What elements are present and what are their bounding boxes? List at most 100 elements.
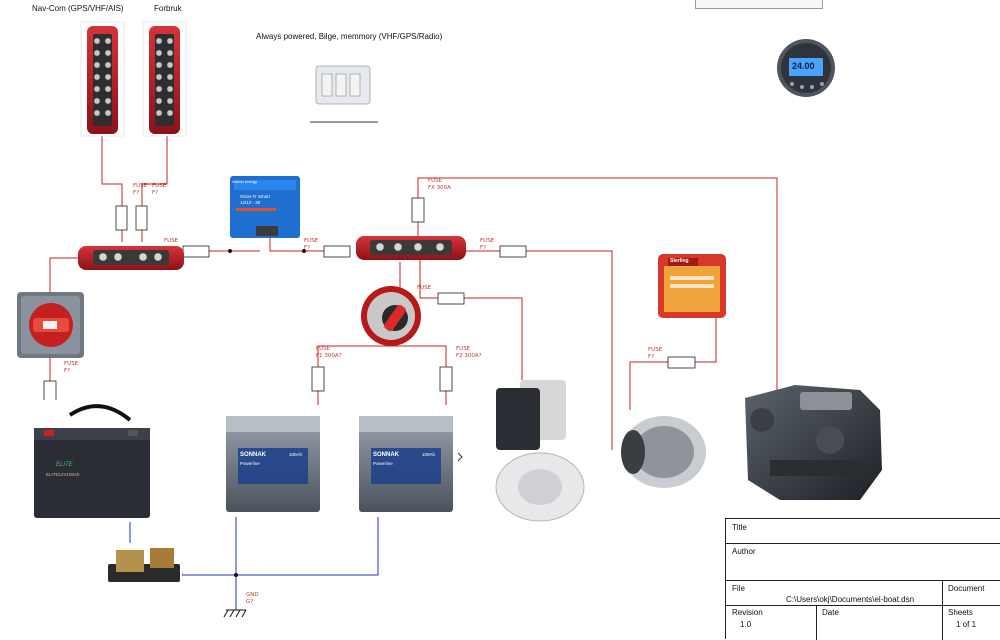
- fuse-f9: [439, 366, 453, 392]
- busbar-stud: [166, 109, 174, 117]
- busbar-stud: [104, 97, 112, 105]
- busbar-stud: [93, 109, 101, 117]
- title-block: Title Author File C:\Users\okj\Documents…: [725, 518, 1000, 640]
- charger-line2: 12/12 - 30: [240, 200, 261, 205]
- busbar-stud: [155, 73, 163, 81]
- engine: [745, 385, 882, 500]
- fuse-label-f7: FUSE: [417, 285, 432, 291]
- busbar-stud: [93, 61, 101, 69]
- fuse-f8: [311, 366, 325, 392]
- busbar-stud: [166, 61, 174, 69]
- splitter-brand: Sterling: [670, 258, 689, 264]
- busbar-stud: [93, 49, 101, 57]
- busbar-navcom: [80, 21, 125, 137]
- busbar-stud: [413, 242, 423, 252]
- busbar-stud: [155, 61, 163, 69]
- busbar-stud: [155, 97, 163, 105]
- starter-brand-2: SONNAK: [373, 452, 400, 458]
- busbar-stud: [113, 252, 123, 262]
- fuse-f6: [499, 245, 527, 258]
- busbar-forbruk: [142, 21, 187, 137]
- house-battery-brand: ELITE: [56, 462, 73, 468]
- busbar-studs: [93, 37, 174, 117]
- busbar-stud: [155, 85, 163, 93]
- busbar-stud: [153, 252, 163, 262]
- file-label: File: [732, 584, 745, 593]
- date-label: Date: [822, 608, 839, 617]
- busbar-stud: [104, 109, 112, 117]
- busbar-stud: [155, 109, 163, 117]
- dcdc-charger: [230, 176, 300, 238]
- junction-dot: [234, 573, 238, 577]
- label-always-powered: Always powered, Bilge, memmory (VHF/GPS/…: [256, 32, 443, 41]
- fuses: [43, 197, 696, 406]
- charger-brand: victron energy: [232, 179, 258, 184]
- sheets-value: 1 of 1: [956, 620, 977, 629]
- fuse-f3: [182, 245, 210, 258]
- busbar-stud: [166, 73, 174, 81]
- battery-monitor: [777, 39, 835, 97]
- starter-brand-1: SONNAK: [240, 452, 267, 458]
- fuse-f11: [667, 356, 696, 369]
- dropdown-popup-edge[interactable]: [695, 0, 823, 9]
- fuse-f4: [323, 245, 351, 258]
- fuse-block: [308, 54, 378, 123]
- label-forbruk: Forbruk: [154, 4, 182, 13]
- revision-value: 1.0: [740, 620, 752, 629]
- busbar-stud: [166, 97, 174, 105]
- busbar-stud: [93, 85, 101, 93]
- busbar-stud: [104, 85, 112, 93]
- junction-dot: [302, 249, 306, 253]
- busbar-stud: [98, 252, 108, 262]
- busbar-stud: [166, 85, 174, 93]
- starter-battery-1: [217, 405, 327, 517]
- busbar-stud: [155, 37, 163, 45]
- busbar-stud: [166, 49, 174, 57]
- monitor-display: 24.00: [792, 61, 815, 71]
- label-navcom: Nav-Com (GPS/VHF/AIS): [32, 4, 124, 13]
- fuse-f1: [115, 205, 128, 231]
- house-battery-model: ELITE12V100Ah: [46, 472, 80, 477]
- busbar-stud: [104, 73, 112, 81]
- fuse-f5: [411, 197, 425, 223]
- busbar-stud: [435, 242, 445, 252]
- fuse-f7: [437, 292, 465, 305]
- title-label: Title: [732, 523, 747, 532]
- busbar-stud: [155, 49, 163, 57]
- charger-line1: Orion-Tr Smart: [240, 194, 270, 199]
- sheets-label: Sheets: [948, 608, 973, 617]
- busbar-stud: [104, 61, 112, 69]
- ground-symbol: [223, 609, 247, 618]
- busbar-stud: [375, 242, 385, 252]
- busbar-stud: [93, 97, 101, 105]
- starter-model-1: Powerline: [240, 461, 260, 466]
- busbar-main-studs: [98, 242, 445, 262]
- fuse-f2: [135, 205, 148, 231]
- battery-switch-main: [17, 292, 84, 358]
- busbar-stud: [93, 73, 101, 81]
- busbar-stud: [104, 37, 112, 45]
- busbar-stud: [166, 37, 174, 45]
- busbar-left: [78, 246, 184, 270]
- busbar-stud: [93, 37, 101, 45]
- document-label: Document: [948, 584, 985, 593]
- starter-capacity-2: 100Ah: [422, 452, 436, 457]
- charge-splitter: [658, 254, 726, 318]
- busbar-center: [356, 236, 466, 260]
- fuse-label-f3: FUSE: [164, 238, 179, 244]
- file-value: C:\Users\okj\Documents\el-boat.dsn: [786, 595, 915, 604]
- junction-dot: [228, 249, 232, 253]
- starter-capacity-1: 100Ah: [289, 452, 303, 457]
- shunt: [100, 543, 182, 591]
- author-label: Author: [732, 547, 756, 556]
